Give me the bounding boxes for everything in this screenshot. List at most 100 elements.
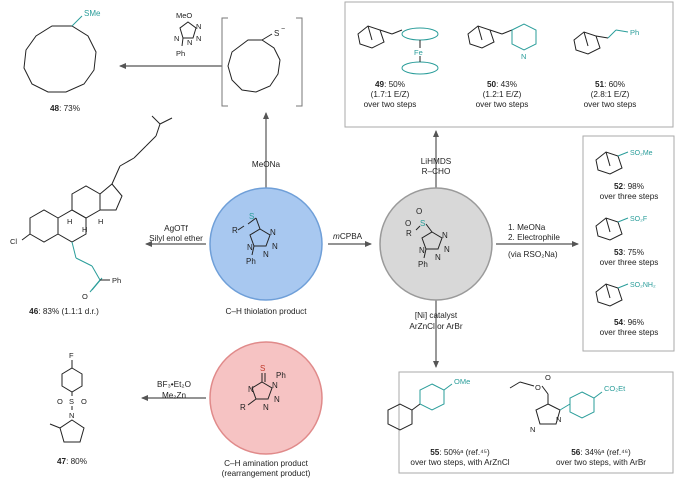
c56-n2: N <box>556 415 561 424</box>
c52-caption: 52: 98% over three steps <box>584 182 674 202</box>
int-n2: N <box>196 34 201 43</box>
compound-50-structure <box>467 23 537 51</box>
amination-structure <box>247 373 273 406</box>
c47-o1: O <box>57 397 63 406</box>
label-me2zn: Me₂Zn <box>161 391 187 400</box>
c56-caption: 56: 34%ᵃ (ref.⁴⁶) over two steps, with A… <box>534 448 668 468</box>
sulf-n4: N <box>419 246 425 255</box>
compound-52-structure <box>595 151 629 175</box>
c48-yield: : 73% <box>59 104 81 113</box>
compound-48-structure <box>23 15 97 93</box>
cyclododecyl-thiolate <box>227 33 281 93</box>
thio-n3: N <box>263 250 269 259</box>
c56-steps: over two steps, with ArBr <box>555 458 647 467</box>
c52-steps: over three steps <box>599 192 659 201</box>
c56-yield: : 34%ᵃ (ref.⁴⁶) <box>580 448 631 457</box>
c47-yield: : 80% <box>66 457 88 466</box>
label-lihmds: LiHMDS <box>420 157 452 166</box>
int-n1: N <box>196 22 201 31</box>
thio-s: S <box>249 212 254 221</box>
sulf-n3: N <box>435 253 441 262</box>
c48-sme: SMe <box>84 9 101 18</box>
bracket <box>221 17 303 107</box>
thio-n1: N <box>270 228 276 237</box>
label-ni-catalyst: [Ni] catalyst <box>414 311 458 320</box>
compound-51-structure <box>573 29 629 55</box>
c46-caption: 46: 83% (1.1:1 d.r.) <box>4 307 124 317</box>
c54-sub: SO₂NH₂ <box>630 282 656 289</box>
c53-sub: SO₂F <box>630 216 647 223</box>
c53-steps: over three steps <box>599 258 659 267</box>
sulf-o2: O <box>405 219 411 228</box>
int-ph: Ph <box>176 49 185 58</box>
label-via-rso2na: (via RSO₂Na) <box>508 250 558 259</box>
c50-yield: : 43% <box>496 80 518 89</box>
sulf-s: S <box>420 219 425 228</box>
c49-steps: over two steps <box>363 100 417 109</box>
c53-yield: : 75% <box>623 248 645 257</box>
c56-num: 56 <box>571 448 581 457</box>
compound-56-structure <box>509 381 603 425</box>
sulf-n1: N <box>442 231 448 240</box>
label-arzncl-arbr: ArZnCl or ArBr <box>409 322 463 331</box>
label-mcpba-rest: CPBA <box>339 232 363 241</box>
c47-s: S <box>69 397 74 406</box>
label-agotf: AgOTf <box>164 224 188 233</box>
c55-yield: : 50%ᵃ (ref.⁴⁵) <box>439 448 490 457</box>
c46-cl: Cl <box>10 237 17 246</box>
c55-caption: 55: 50%ᵃ (ref.⁴⁵) over two steps, with A… <box>400 448 520 468</box>
c51-steps: over two steps <box>583 100 637 109</box>
sulfone-circle <box>379 187 493 301</box>
amin-n3: N <box>263 403 269 412</box>
c47-o2: O <box>81 397 87 406</box>
c46-h2: H <box>82 225 87 234</box>
label-bf3: BF₃•Et₂O <box>157 380 191 389</box>
thiolation-circle <box>209 187 323 301</box>
c50-caption: 50: 43% (1.2:1 E/Z) over two steps <box>462 80 542 110</box>
sulf-r: R <box>406 229 412 238</box>
sulf-ph: Ph <box>418 260 428 269</box>
label-meona: MeONa <box>251 160 281 169</box>
c48-caption: 48: 73% <box>20 104 110 114</box>
c48-num: 48 <box>49 104 60 113</box>
amination-caption-2: (rearrangement product) <box>221 469 311 478</box>
compound-47-structure <box>49 360 85 443</box>
amin-n1: N <box>272 381 278 390</box>
amin-ph: Ph <box>276 371 286 380</box>
c47-caption: 47: 80% <box>40 457 104 467</box>
thio-n2: N <box>272 242 278 251</box>
c55-steps: over two steps, with ArZnCl <box>410 458 510 467</box>
c51-ratio: (2.8:1 E/Z) <box>590 90 630 99</box>
c56-n1: N <box>530 425 535 434</box>
c51-caption: 51: 60% (2.8:1 E/Z) over two steps <box>570 80 650 110</box>
label-mcpba: mCPBA <box>333 232 362 242</box>
c54-caption: 54: 96% over three steps <box>584 318 674 338</box>
compound-55-structure <box>387 383 453 431</box>
c52-sub: SO₂Me <box>630 150 653 157</box>
thio-ph: Ph <box>246 257 256 266</box>
c56-o1: O <box>535 383 541 392</box>
sulfonyl-products-box <box>582 135 675 352</box>
c53-num: 53 <box>613 248 624 257</box>
c47-n: N <box>69 411 74 420</box>
c50-n: N <box>521 52 526 61</box>
c46-h1: H <box>67 217 72 226</box>
amination-circle <box>209 341 323 455</box>
c56-co2et: CO₂Et <box>604 384 626 393</box>
int-meo: MeO <box>176 11 192 20</box>
thio-r: R <box>232 226 238 235</box>
thiolation-caption: C–H thiolation product <box>225 307 307 316</box>
sulf-n2: N <box>444 245 450 254</box>
thio-n4: N <box>247 243 253 252</box>
thiolate-charge: − <box>281 26 285 33</box>
c46-ph: Ph <box>112 276 121 285</box>
int-n3: N <box>187 38 192 47</box>
compound-54-structure <box>595 283 629 307</box>
c55-ome: OMe <box>454 377 470 386</box>
c49-yield: : 50% <box>384 80 406 89</box>
label-mcpba-italic: m <box>333 232 340 241</box>
c51-yield: : 60% <box>604 80 626 89</box>
c47-num: 47 <box>56 457 67 466</box>
c51-ph: Ph <box>630 28 639 37</box>
